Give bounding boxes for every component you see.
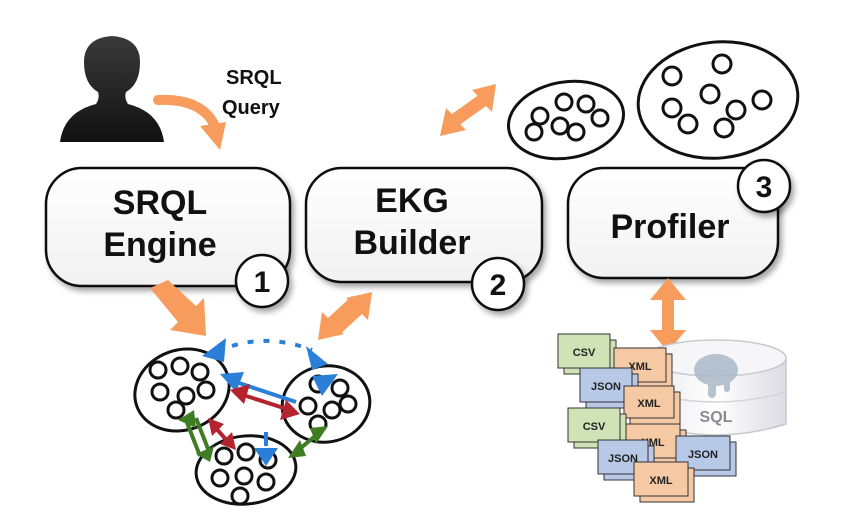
- srql-engine-title-line1: SRQL: [113, 184, 207, 222]
- source-files: CSV XML JSON XML CSV XML: [557, 333, 737, 503]
- srql-engine-box: SRQL Engine 1: [44, 166, 292, 309]
- profiler-db-arrow: [650, 278, 686, 352]
- query-arrow: [153, 94, 226, 150]
- engine-graph-arrow: [150, 280, 206, 336]
- file-label: XML: [637, 398, 661, 410]
- file-label: JSON: [688, 449, 718, 461]
- ekg-green-links: [178, 410, 328, 462]
- file-doc: XML: [633, 461, 695, 503]
- badge-1-number: 1: [254, 266, 271, 299]
- ekg-cluster-right: [280, 364, 372, 444]
- profiler-title: Profiler: [610, 208, 729, 246]
- query-label-line1: SRQL: [226, 67, 282, 89]
- query-label-line2: Query: [222, 97, 281, 119]
- srql-engine-title-line2: Engine: [103, 226, 216, 264]
- builder-graph-arrow: [318, 292, 372, 340]
- profile-graph-small: [507, 79, 625, 161]
- file-doc: JSON: [579, 367, 639, 409]
- profiler-box: Profiler 3: [566, 158, 792, 280]
- ekg-graph: [133, 338, 372, 506]
- badge-2-number: 2: [490, 269, 507, 302]
- file-label: XML: [628, 361, 652, 373]
- file-label: CSV: [583, 421, 606, 433]
- file-label: JSON: [591, 381, 621, 393]
- ekg-builder-box: EKG Builder 2: [304, 166, 544, 312]
- ekg-blue-links: [202, 338, 338, 466]
- sql-database: SQL: [645, 339, 787, 436]
- badge-1: [234, 253, 290, 309]
- builder-profile-arrow: [440, 84, 496, 136]
- file-label: CSV: [573, 347, 596, 359]
- badge-2: [470, 256, 526, 312]
- postgres-logo-icon: [694, 354, 738, 398]
- ekg-red-links: [208, 384, 300, 450]
- ekg-builder-title-line1: EKG: [375, 182, 449, 220]
- file-label: XML: [649, 475, 673, 487]
- ekg-cluster-bottom: [194, 434, 298, 506]
- database-label: SQL: [700, 409, 733, 426]
- ekg-cluster-left: [133, 347, 231, 433]
- file-doc: XML: [623, 385, 681, 425]
- badge-3: [736, 158, 792, 214]
- badge-3-number: 3: [756, 171, 773, 204]
- ekg-builder-title-line2: Builder: [353, 224, 470, 262]
- user-icon: [60, 36, 164, 142]
- file-label: JSON: [608, 453, 638, 465]
- profile-graph-large: [636, 40, 800, 160]
